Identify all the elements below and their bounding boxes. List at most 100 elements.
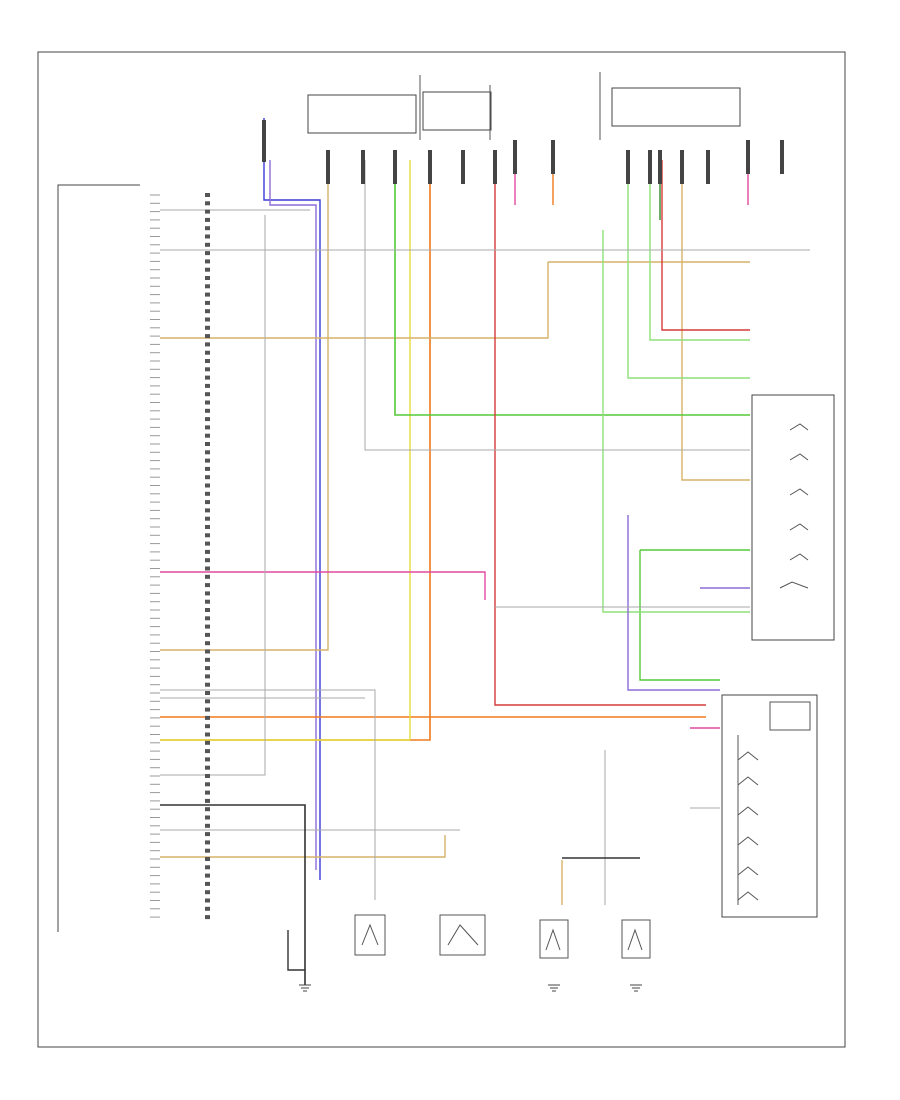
- connector-pin: [205, 458, 210, 463]
- ground-icon: [630, 984, 642, 992]
- ground-icon: [548, 984, 560, 992]
- wire-blue: [263, 118, 321, 880]
- wire-green-4: [627, 160, 750, 379]
- steering-control-panel: [721, 694, 818, 918]
- connector-pin: [205, 259, 210, 264]
- connector-pin: [205, 525, 210, 529]
- connector-pin: [205, 209, 210, 214]
- wire-black: [160, 804, 306, 985]
- connector-pin: [205, 865, 210, 870]
- fuse-block-mid: [422, 91, 492, 131]
- connector-pin: [205, 226, 210, 231]
- wire-green-5: [649, 160, 750, 341]
- switch-box-1: [354, 914, 386, 956]
- wire-lavender: [627, 515, 720, 691]
- switch-box-4: [621, 919, 651, 959]
- fuse-block-right: [611, 87, 741, 127]
- connector-pin: [205, 300, 210, 305]
- connector-pin: [205, 823, 210, 828]
- connector-pin: [205, 475, 210, 480]
- connector-pin: [205, 782, 210, 787]
- steering-panel-contacts: [737, 701, 811, 905]
- connector-pin: [205, 608, 210, 612]
- connector-pin: [205, 433, 210, 438]
- connector-pin: [205, 375, 210, 380]
- connector-pin: [205, 267, 210, 272]
- connector-pin: [205, 193, 210, 197]
- connector-pin: [205, 840, 210, 845]
- wire-green-3: [639, 550, 720, 681]
- wire-gray-4: [160, 689, 376, 900]
- bottom-switches: [354, 914, 651, 959]
- connector-pin: [205, 807, 210, 812]
- connector-pin: [205, 483, 210, 488]
- switch-panel-contacts: [779, 423, 809, 589]
- wire-pink: [160, 571, 486, 600]
- connector-pin: [205, 359, 210, 363]
- switch-box-3: [539, 919, 569, 959]
- connector-pin: [205, 201, 210, 206]
- connector-pin: [205, 251, 210, 256]
- connector-pin: [205, 898, 210, 903]
- wire-tan-2: [160, 262, 549, 339]
- connector-pin: [205, 217, 210, 222]
- connector-pin: [205, 732, 210, 737]
- connector-pin: [205, 774, 210, 778]
- wire-violet: [269, 160, 317, 870]
- connector-pin: [205, 724, 210, 729]
- top-components: [307, 72, 741, 140]
- wire-green-6: [602, 230, 750, 613]
- connector-pin: [205, 350, 210, 355]
- connector-pin: [205, 574, 210, 579]
- connector-pin: [205, 242, 210, 247]
- connector-pin: [205, 873, 210, 878]
- connector-pin: [205, 516, 210, 521]
- wire-red: [494, 160, 706, 706]
- connector-pin: [205, 508, 210, 513]
- connector-pin: [205, 309, 210, 314]
- connector-pin: [205, 890, 210, 895]
- wire-black-2: [287, 930, 305, 971]
- connector-pin: [205, 699, 210, 704]
- wire-tan-4: [681, 160, 750, 481]
- connector-pin: [205, 915, 210, 920]
- connector-pin: [205, 284, 210, 289]
- diagram-frame: [37, 51, 846, 1048]
- connector-pin: [205, 276, 210, 280]
- wire-red-2: [661, 160, 750, 331]
- connector-pin: [205, 749, 210, 754]
- connector-pin: [205, 632, 210, 637]
- connector-pin: [205, 790, 210, 795]
- top-connector-pins: [262, 120, 784, 184]
- connector-pin: [205, 367, 210, 372]
- switch-panel: [751, 394, 835, 641]
- connector-pin: [205, 591, 210, 596]
- switch-box-2: [439, 914, 486, 956]
- connector-pin: [205, 707, 210, 712]
- connector-pin: [205, 342, 210, 347]
- connector-pin: [205, 682, 210, 687]
- connector-pin: [205, 566, 210, 571]
- connector-pin: [205, 292, 210, 297]
- connector-pin: [205, 417, 210, 422]
- connector-pin: [205, 549, 210, 554]
- ground-symbols: [299, 984, 642, 992]
- connector-pin: [205, 740, 210, 745]
- connector-pin: [205, 881, 210, 886]
- connector-pin: [205, 334, 210, 339]
- connector-pin: [205, 383, 210, 388]
- connector-pin: [205, 442, 210, 446]
- connector-pin: [205, 757, 210, 762]
- connector-pin: [205, 583, 210, 588]
- connector-pin: [205, 392, 210, 397]
- connector-pin: [205, 450, 210, 455]
- connector-pin: [205, 657, 210, 662]
- connector-pin: [205, 533, 210, 538]
- connector-pin: [205, 848, 210, 853]
- connector-pin: [205, 466, 210, 471]
- connector-pin: [205, 765, 210, 770]
- wire-tan-5: [160, 835, 446, 858]
- ground-icon: [299, 984, 311, 992]
- wire-green: [394, 160, 750, 416]
